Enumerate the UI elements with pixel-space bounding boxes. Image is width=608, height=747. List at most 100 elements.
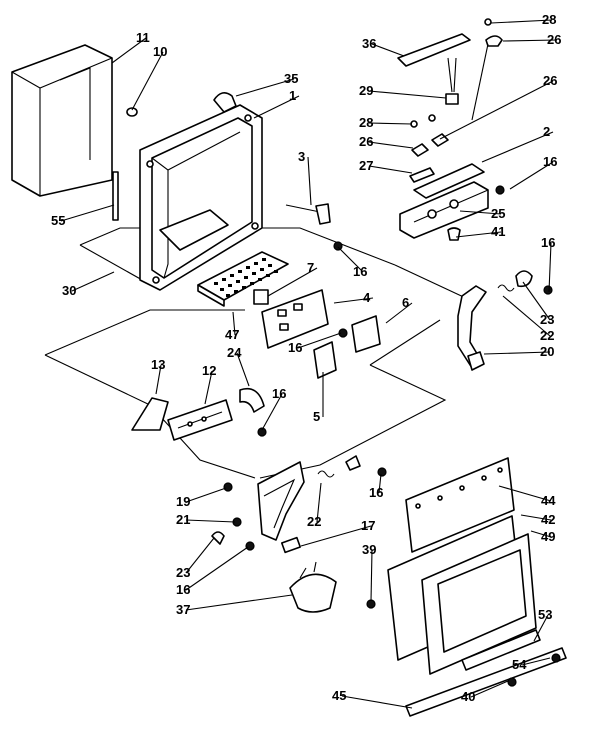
callout-c23b: 23 <box>176 565 190 580</box>
part-47-grille <box>197 251 289 307</box>
callout-c26c: 26 <box>359 134 373 149</box>
callout-c45: 45 <box>332 688 346 703</box>
part-35-bracket <box>213 92 237 113</box>
leader-line-c22b <box>316 482 322 523</box>
part-44-door-panel <box>405 457 515 553</box>
leader-line-c26a <box>502 39 558 42</box>
leader-line-c41 <box>455 231 502 238</box>
callout-c26b: 26 <box>543 73 557 88</box>
part-12-slide <box>167 399 233 441</box>
callout-c42: 42 <box>541 512 555 527</box>
leader-line-c7 <box>267 267 318 297</box>
leader-line-c22a <box>502 295 551 337</box>
leader-line-c39 <box>370 549 373 602</box>
leader-line-c24 <box>236 352 250 387</box>
leader-line-c10 <box>131 51 164 111</box>
callout-c28a: 28 <box>542 12 556 27</box>
part-37-cup <box>289 561 376 613</box>
leader-line-c54 <box>521 657 551 666</box>
leader-line-c16g <box>548 242 552 293</box>
leader-line-c29 <box>368 90 447 99</box>
leader-line-c3 <box>307 156 312 206</box>
callout-c40: 40 <box>461 689 475 704</box>
leader-line-c26b <box>439 80 554 140</box>
part-40-screw <box>507 677 517 687</box>
leader-line-c2 <box>481 131 554 163</box>
callout-c35: 35 <box>284 71 298 86</box>
leader-line-c25 <box>459 210 502 215</box>
callout-c29: 29 <box>359 83 373 98</box>
part-22-spring-lower <box>317 455 387 478</box>
part-23-gear <box>515 270 553 295</box>
part-3-shaft <box>285 203 343 251</box>
part-10-clip <box>126 107 138 117</box>
leader-line-c17 <box>300 525 372 547</box>
callout-c23a: 23 <box>540 312 554 327</box>
part-55-rod <box>112 171 119 221</box>
part-13-cam <box>131 397 169 431</box>
leader-line-c16c <box>261 393 283 431</box>
callout-c21: 21 <box>176 512 190 527</box>
callout-c16b: 16 <box>288 340 302 355</box>
leader-line-c27 <box>368 165 413 174</box>
leader-line-c16d <box>378 473 382 494</box>
callout-c16d: 16 <box>369 485 383 500</box>
callout-c16g: 16 <box>541 235 555 250</box>
callout-c17: 17 <box>361 518 375 533</box>
leader-line-c44 <box>498 485 552 502</box>
part-1-housing-frame <box>139 104 263 291</box>
leader-line-c28b <box>368 122 413 125</box>
leader-line-c55 <box>60 204 115 222</box>
callout-c30: 30 <box>62 283 76 298</box>
leader-line-c49 <box>530 530 552 538</box>
part-4-control-panel <box>261 289 348 349</box>
callout-c55: 55 <box>51 213 65 228</box>
leader-line-c23a <box>522 281 551 321</box>
callout-c39: 39 <box>362 542 376 557</box>
callout-c19: 19 <box>176 494 190 509</box>
leader-line-c16b <box>297 332 342 349</box>
leader-line-c42 <box>520 514 552 521</box>
callout-c22b: 22 <box>307 514 321 529</box>
callout-c16a: 16 <box>353 264 367 279</box>
callout-c37: 37 <box>176 602 190 617</box>
callout-c16e: 16 <box>176 582 190 597</box>
callout-c4: 4 <box>363 290 371 305</box>
leader-line-c53 <box>533 614 549 642</box>
callout-c16c: 16 <box>272 386 286 401</box>
part-24-arm <box>239 387 267 437</box>
part-11-liner-box <box>11 44 113 197</box>
leader-line-c35 <box>235 78 295 97</box>
leader-line-c19 <box>185 487 227 503</box>
part-49-door-frame <box>421 533 537 675</box>
leader-line-c16a <box>337 246 364 273</box>
callout-c11: 11 <box>136 30 150 45</box>
leader-line-c12 <box>204 370 213 405</box>
callout-c5: 5 <box>313 409 320 424</box>
part-36-rail <box>397 33 471 67</box>
leader-line-c13 <box>155 364 162 395</box>
leader-line-c1 <box>253 95 300 119</box>
leader-line-c4 <box>333 297 374 304</box>
leader-line-c16e <box>185 546 249 591</box>
callout-c25: 25 <box>491 206 505 221</box>
part-41-nut <box>447 227 461 241</box>
leader-line-c30 <box>71 271 115 292</box>
callout-c53: 53 <box>538 607 552 622</box>
part-5-plate <box>313 341 337 379</box>
leader-line-c37 <box>185 594 293 611</box>
part-53-trim <box>461 629 541 671</box>
leader-line-c36 <box>371 43 405 57</box>
callout-c27: 27 <box>359 158 373 173</box>
grille-holes <box>214 258 278 297</box>
part-28-screws-top <box>410 18 503 128</box>
leader-line-c45 <box>341 695 413 709</box>
callout-c7: 7 <box>307 260 314 275</box>
callout-c47: 47 <box>225 327 239 342</box>
assembly-guide-lines <box>44 227 471 479</box>
leader-line-c6 <box>385 302 413 324</box>
callout-c44: 44 <box>541 493 556 508</box>
leader-line-c47 <box>232 311 236 336</box>
leader-line-c11 <box>111 37 147 64</box>
